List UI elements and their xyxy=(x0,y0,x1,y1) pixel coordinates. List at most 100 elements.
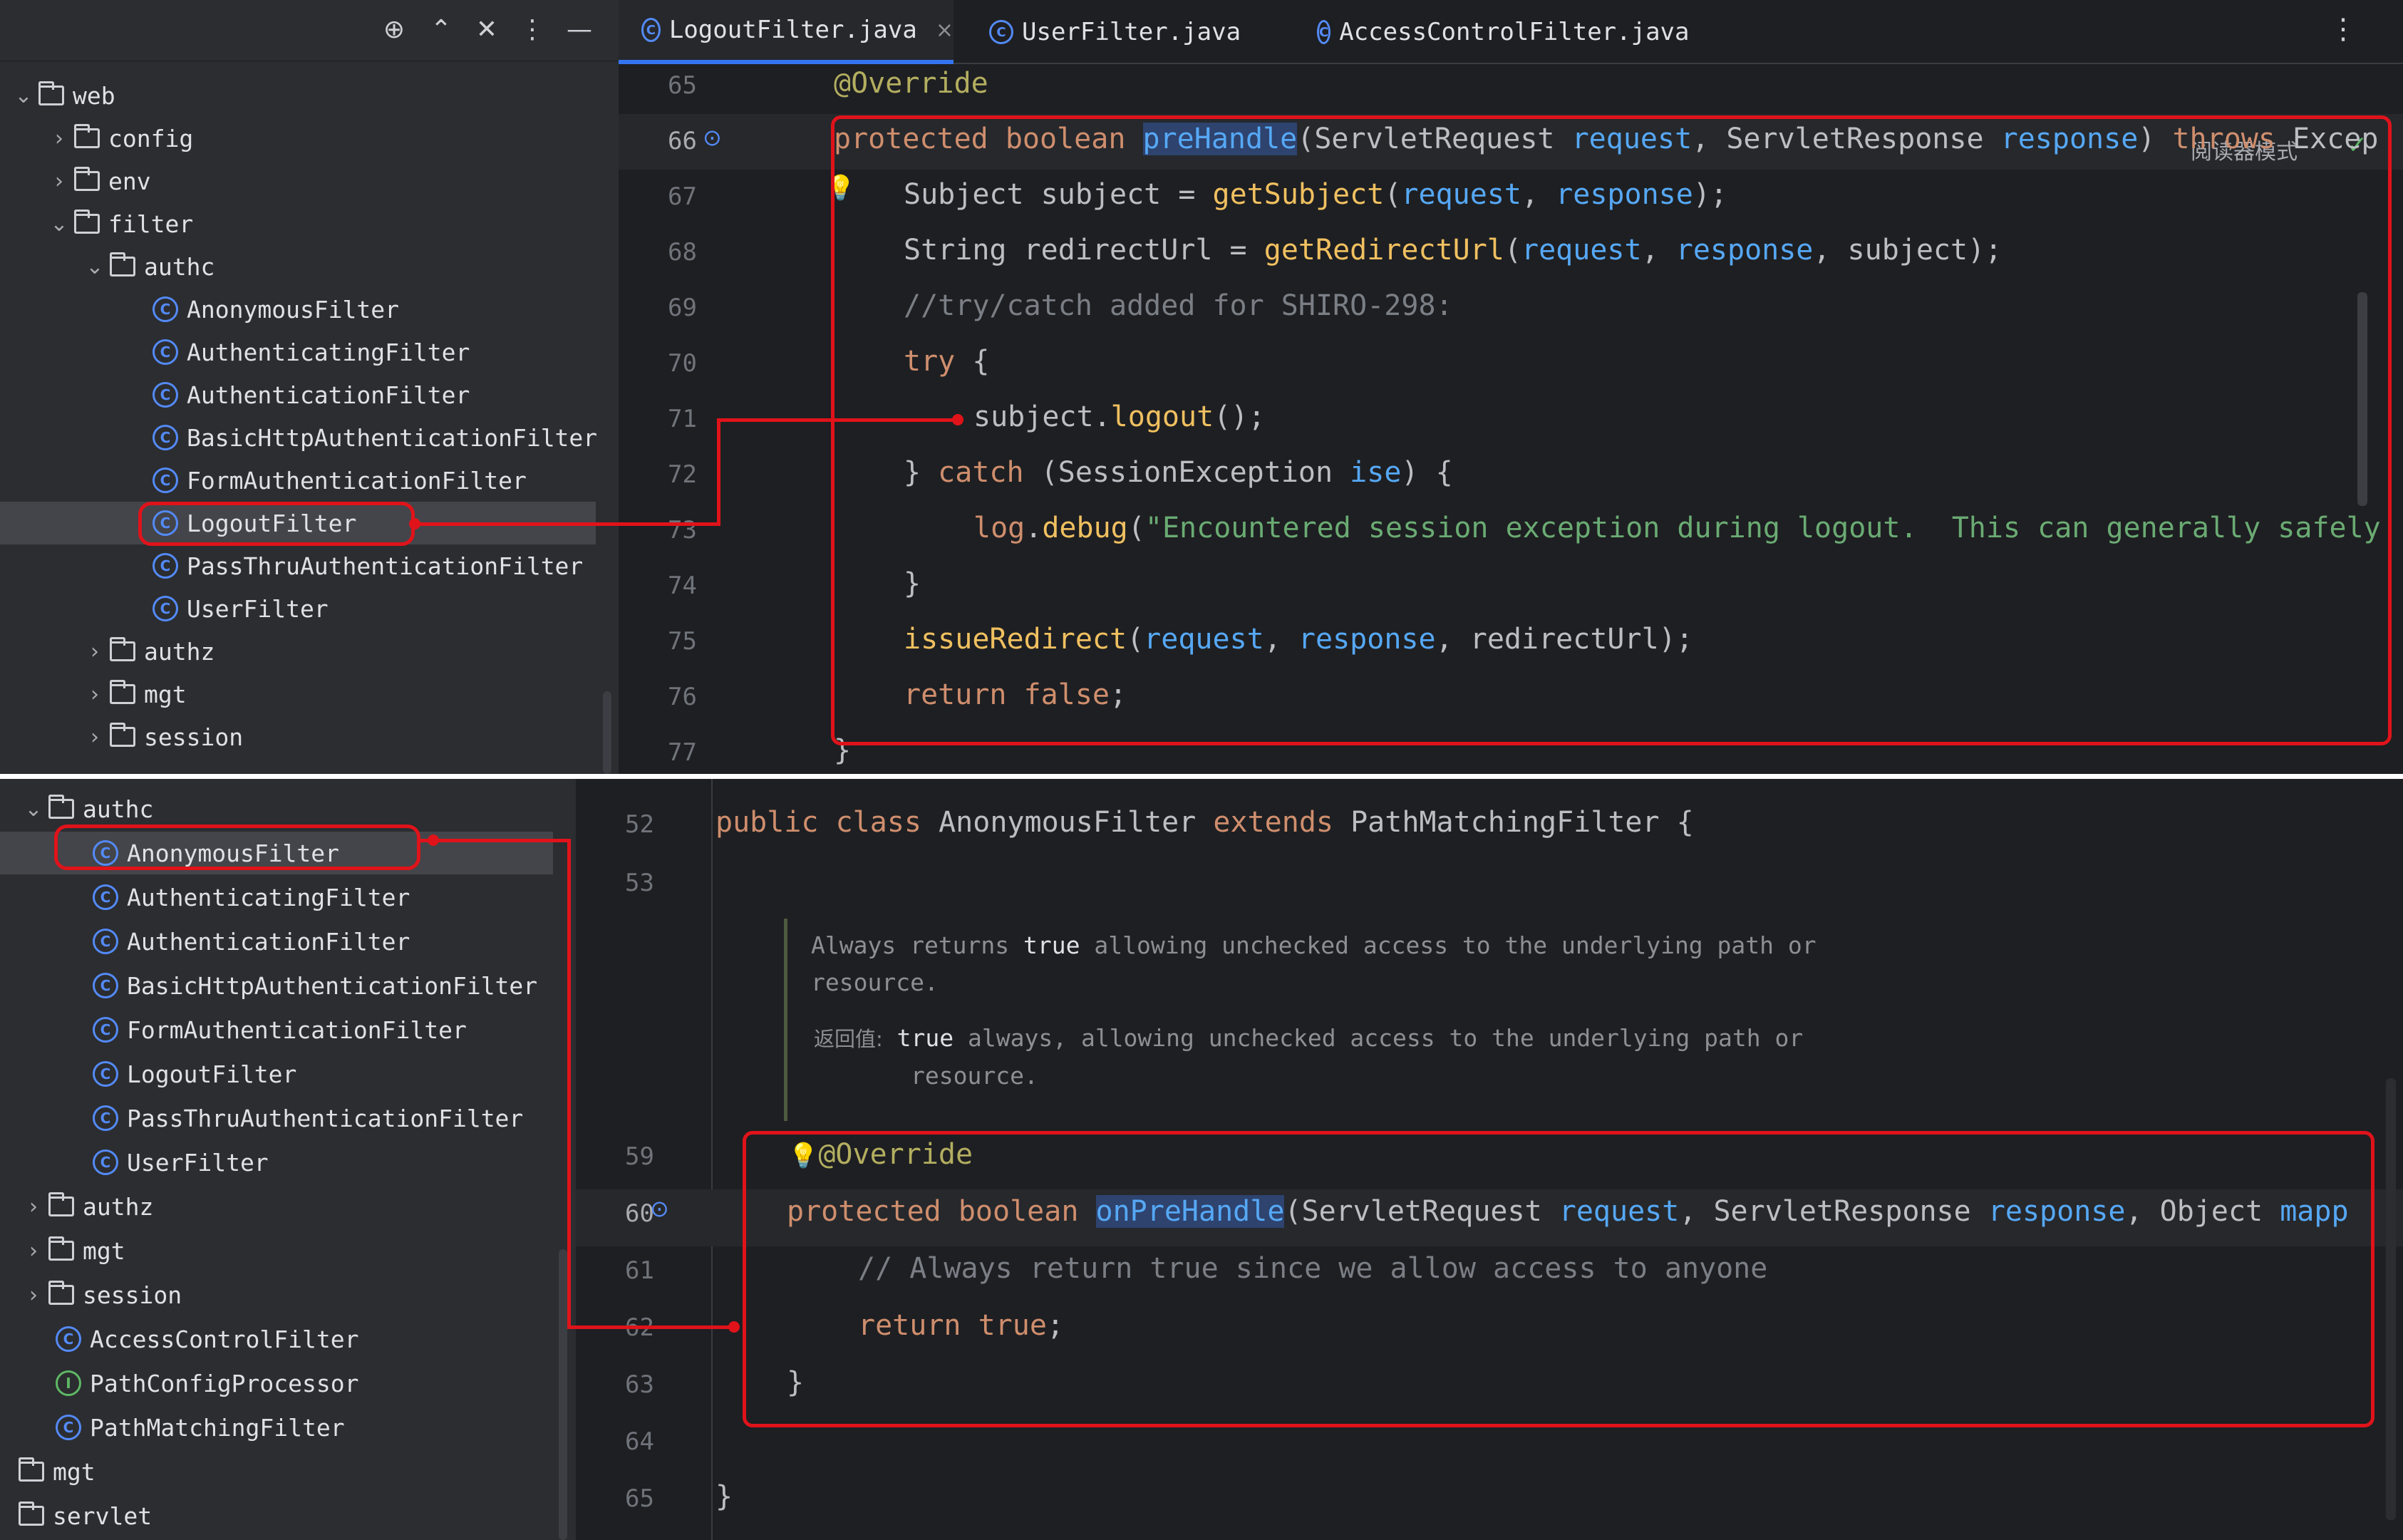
sidebar-scrollbar[interactable] xyxy=(559,1249,567,1540)
tab-userfilter[interactable]: C UserFilter.java xyxy=(989,0,1288,64)
code-editor-top[interactable]: 65 66 ⊙ 67 68 69 70 71 72 73 74 75 76 77… xyxy=(619,64,2403,774)
line-number: 74 xyxy=(668,572,697,600)
class-icon: C xyxy=(153,382,178,408)
tree-item-session[interactable]: ›session xyxy=(83,715,243,758)
class-icon: C xyxy=(93,1149,118,1175)
tree-item-env[interactable]: ›env xyxy=(47,160,151,202)
line-number: 76 xyxy=(668,683,697,711)
tree-item-mgt[interactable]: › mgt xyxy=(21,1229,125,1272)
line-number: 63 xyxy=(625,1370,654,1399)
tree-item-label: AuthenticationFilter xyxy=(127,927,410,956)
tree-item-label: AuthenticatingFilter xyxy=(187,338,470,366)
code-line-72: } catch (SessionException ise) { xyxy=(904,456,1453,489)
chevron-right-icon[interactable]: › xyxy=(91,681,99,707)
current-line-highlight xyxy=(576,1189,2403,1246)
lightbulb-icon[interactable]: 💡 xyxy=(825,174,856,202)
code-line-74: } xyxy=(904,567,921,600)
tree-item-label: BasicHttpAuthenticationFilter xyxy=(127,971,538,1000)
chevron-right-icon[interactable]: › xyxy=(91,724,99,750)
minimize-icon[interactable]: — xyxy=(567,14,592,44)
tree-item-mgt[interactable]: ›mgt xyxy=(83,673,187,715)
tree-item-label: mgt xyxy=(53,1457,95,1486)
chevron-right-icon[interactable]: › xyxy=(29,1238,38,1263)
tree-item-authz[interactable]: › authz xyxy=(83,630,215,673)
tab-accesscontrolfilter[interactable]: C AccessControlFilter.java xyxy=(1317,0,1690,64)
javadoc-bar xyxy=(784,919,787,1121)
code-line-63: } xyxy=(787,1366,805,1399)
override-gutter-icon[interactable]: ⊙ xyxy=(650,1195,669,1222)
code-line-67: Subject subject = getSubject(request, re… xyxy=(904,178,1727,211)
code-line-76: return false; xyxy=(904,678,1127,711)
crosshair-icon[interactable]: ⊕ xyxy=(383,14,405,44)
class-icon: C xyxy=(153,553,178,579)
chevron-down-icon[interactable]: ⌄ xyxy=(14,83,33,108)
tree-item-label: authz xyxy=(144,637,215,666)
tab-logoutfilter[interactable]: C LogoutFilter.java × xyxy=(619,0,954,64)
lightbulb-icon[interactable]: 💡 xyxy=(788,1142,819,1170)
code-line-71: subject.logout(); xyxy=(973,400,1266,433)
line-number: 68 xyxy=(668,238,697,267)
chevron-right-icon[interactable]: › xyxy=(91,639,99,664)
more-icon[interactable]: ⋮ xyxy=(520,14,545,44)
expand-icon[interactable]: ⌃ xyxy=(430,14,453,44)
editor-scrollbar[interactable] xyxy=(2386,1078,2396,1520)
line-number: 67 xyxy=(668,182,697,211)
code-line-60: protected boolean onPreHandle(ServletReq… xyxy=(787,1195,2349,1228)
chevron-down-icon[interactable]: ⌄ xyxy=(86,254,104,279)
annotation-box-anonymousfilter xyxy=(54,825,420,870)
tree-item-filter[interactable]: ⌄filter xyxy=(47,202,193,245)
tree-item-config[interactable]: ›config xyxy=(47,117,193,160)
annotation-connector xyxy=(415,522,720,526)
chevron-down-icon[interactable]: ⌄ xyxy=(24,796,43,822)
chevron-right-icon[interactable]: › xyxy=(29,1194,38,1219)
sidebar-scrollbar[interactable] xyxy=(603,691,611,774)
chevron-down-icon[interactable]: ⌄ xyxy=(50,211,68,237)
more-tabs-icon[interactable]: ⋮ xyxy=(2329,13,2357,46)
code-line-61: // Always return true since we allow acc… xyxy=(858,1252,1768,1285)
tree-item-mgt-root[interactable]: mgt xyxy=(16,1450,95,1493)
tree-item-session[interactable]: › session xyxy=(21,1273,182,1316)
class-icon: C xyxy=(93,1017,118,1043)
code-line-65: @Override xyxy=(834,67,988,100)
tree-item-web[interactable]: ⌄web xyxy=(11,74,115,117)
tree-item-authz[interactable]: ›authz xyxy=(21,1185,153,1228)
folder-icon xyxy=(110,252,135,277)
editor-scrollbar[interactable] xyxy=(2357,292,2367,506)
class-icon: C xyxy=(93,1105,118,1131)
chevron-right-icon[interactable]: › xyxy=(29,1282,38,1308)
line-number: 72 xyxy=(668,460,697,489)
code-line-69: //try/catch added for SHIRO-298: xyxy=(904,289,1453,322)
tree-item-label: mgt xyxy=(83,1236,125,1265)
tree-item-servlet[interactable]: servlet xyxy=(16,1494,152,1537)
chevron-right-icon[interactable]: › xyxy=(55,168,63,194)
class-icon: C xyxy=(153,425,178,450)
tab-label: UserFilter.java xyxy=(1022,18,1241,46)
tree-item-label: session xyxy=(83,1281,182,1309)
chevron-right-icon[interactable]: › xyxy=(55,125,63,151)
tree-item-authc[interactable]: ⌄authc xyxy=(83,245,215,288)
close-icon[interactable]: × xyxy=(935,17,954,43)
collapse-icon[interactable]: ✕ xyxy=(475,14,498,44)
code-editor-bottom[interactable]: 52 53 59 60 ⊙ 61 62 63 64 65 public clas… xyxy=(576,779,2403,1540)
override-gutter-icon[interactable]: ⊙ xyxy=(703,124,722,151)
reader-mode-toggle[interactable]: 阅读器模式 xyxy=(2191,140,2298,165)
tree-item-label: LogoutFilter xyxy=(127,1060,297,1088)
tree-item-authc[interactable]: ⌄authc xyxy=(21,787,153,830)
